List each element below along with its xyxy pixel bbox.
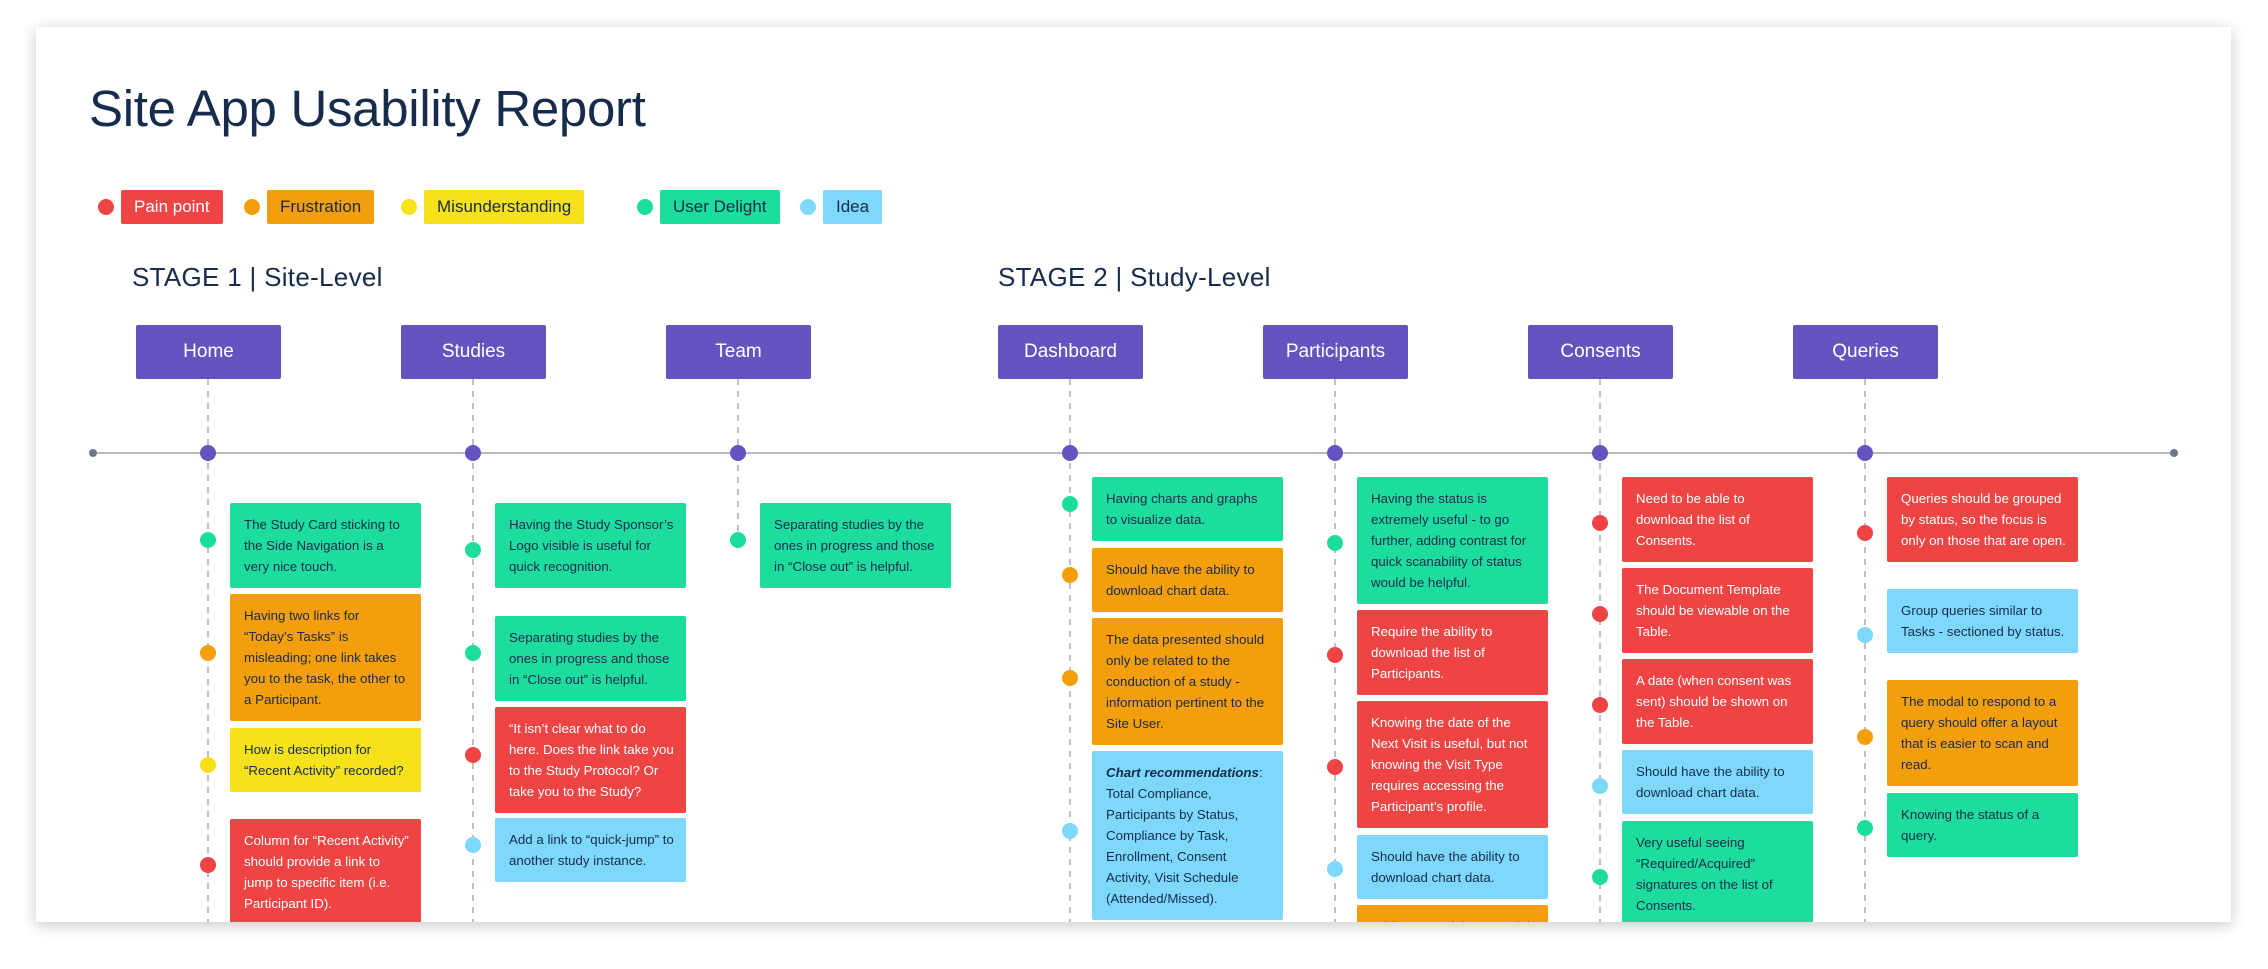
queries-note-3: The modal to respond to a query should o… — [1887, 680, 2078, 786]
studies-note-2: Separating studies by the ones in progre… — [495, 616, 686, 701]
frustration-dot — [1857, 729, 1873, 745]
pain-point-dot — [1327, 759, 1343, 775]
queries-note-1: Queries should be grouped by status, so … — [1887, 477, 2078, 562]
consents-note-3: A date (when consent was sent) should be… — [1622, 659, 1813, 744]
pain-point-dot — [465, 747, 481, 763]
dashboard-note-2: Should have the ability to download char… — [1092, 548, 1283, 612]
section-queries: Queries — [1793, 325, 1938, 379]
legend-frustration: Frustration — [267, 190, 375, 224]
frustration-dot — [1062, 670, 1078, 686]
studies-node — [465, 445, 481, 461]
consents-note-1: Need to be able to download the list of … — [1622, 477, 1813, 562]
idea-dot — [1857, 627, 1873, 643]
dashboard-note-3: The data presented should only be relate… — [1092, 618, 1283, 745]
report-board: Site App Usability Report Pain point Fru… — [36, 27, 2231, 922]
studies-note-4: Add a link to “quick-jump” to another st… — [495, 818, 686, 882]
pain-point-dot — [1592, 606, 1608, 622]
timeline-start-dot — [89, 449, 97, 457]
home-note-2: Having two links for “Today’s Tasks” is … — [230, 594, 421, 721]
section-consents: Consents — [1528, 325, 1673, 379]
user-delight-dot — [1857, 820, 1873, 836]
dashboard-note-1: Having charts and graphs to visualize da… — [1092, 477, 1283, 541]
user-delight-dot — [465, 542, 481, 558]
user-delight-dot — [1592, 869, 1608, 885]
note-text: : Total Compliance, Participants by Stat… — [1106, 765, 1263, 906]
queries-note-2: Group queries similar to Tasks - section… — [1887, 589, 2078, 653]
pain-point-dot — [1592, 515, 1608, 531]
pain-point-legend-dot — [98, 199, 114, 215]
participants-note-5: Adding a Participant Modal — [1357, 905, 1548, 922]
queries-node — [1857, 445, 1873, 461]
idea-dot — [465, 837, 481, 853]
pain-point-dot — [1327, 647, 1343, 663]
misunderstanding-dot — [200, 757, 216, 773]
home-note-1: The Study Card sticking to the Side Navi… — [230, 503, 421, 588]
stage-1-heading: STAGE 1 | Site-Level — [132, 262, 383, 292]
participants-note-1: Having the status is extremely useful - … — [1357, 477, 1548, 604]
consents-note-4: Should have the ability to download char… — [1622, 750, 1813, 814]
idea-dot — [1327, 861, 1343, 877]
consents-node — [1592, 445, 1608, 461]
frustration-dot — [200, 645, 216, 661]
legend-idea: Idea — [823, 190, 883, 224]
misunderstanding-legend-dot — [401, 199, 417, 215]
participants-note-4: Should have the ability to download char… — [1357, 835, 1548, 899]
participants-note-3: Knowing the date of the Next Visit is us… — [1357, 701, 1548, 828]
dashboard-note-4: Chart recommendations: Total Compliance,… — [1092, 751, 1283, 920]
section-studies: Studies — [401, 325, 546, 379]
section-dashboard: Dashboard — [998, 325, 1143, 379]
user-delight-dot — [200, 532, 216, 548]
team-node — [730, 445, 746, 461]
legend-pain-point: Pain point — [121, 190, 223, 224]
legend-user-delight: User Delight — [660, 190, 780, 224]
user-delight-dot — [1062, 496, 1078, 512]
user-delight-legend-dot — [637, 199, 653, 215]
consents-note-2: The Document Template should be viewable… — [1622, 568, 1813, 653]
user-delight-dot — [730, 532, 746, 548]
idea-dot — [1592, 778, 1608, 794]
studies-note-1: Having the Study Sponsor’s Logo visible … — [495, 503, 686, 588]
idea-dot — [1062, 823, 1078, 839]
participants-node — [1327, 445, 1343, 461]
team-note-1: Separating studies by the ones in progre… — [760, 503, 951, 588]
stage-2-heading: STAGE 2 | Study-Level — [998, 262, 1271, 292]
participants-note-2: Require the ability to download the list… — [1357, 610, 1548, 695]
timeline-end-dot — [2170, 449, 2178, 457]
home-note-4: Column for “Recent Activity” should prov… — [230, 819, 421, 922]
pain-point-dot — [1592, 697, 1608, 713]
user-delight-dot — [465, 645, 481, 661]
user-delight-dot — [1327, 535, 1343, 551]
page-title: Site App Usability Report — [89, 80, 646, 137]
consents-note-5: Very useful seeing “Required/Acquired” s… — [1622, 821, 1813, 922]
dashboard-node — [1062, 445, 1078, 461]
frustration-legend-dot — [244, 199, 260, 215]
section-participants: Participants — [1263, 325, 1408, 379]
section-home: Home — [136, 325, 281, 379]
idea-legend-dot — [800, 199, 816, 215]
home-node — [200, 445, 216, 461]
frustration-dot — [1062, 567, 1078, 583]
pain-point-dot — [1857, 525, 1873, 541]
legend-misunderstanding: Misunderstanding — [424, 190, 585, 224]
queries-note-4: Knowing the status of a query. — [1887, 793, 2078, 857]
section-team: Team — [666, 325, 811, 379]
studies-note-3: “It isn’t clear what to do here. Does th… — [495, 707, 686, 813]
home-note-3: How is description for “Recent Activity”… — [230, 728, 421, 792]
note-title: Chart recommendations — [1106, 765, 1259, 780]
pain-point-dot — [200, 857, 216, 873]
